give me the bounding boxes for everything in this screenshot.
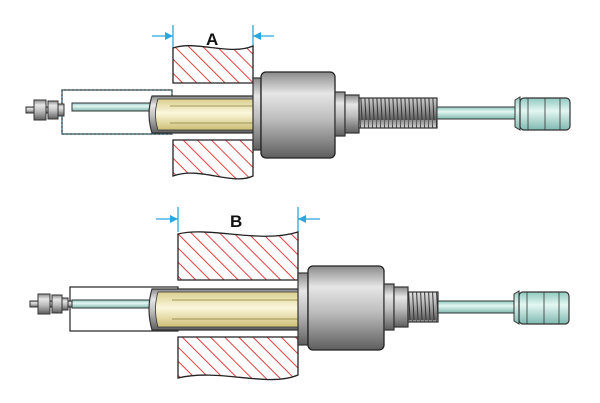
figure-a: A <box>25 25 571 180</box>
threaded-rod-a <box>358 97 438 129</box>
end-nut-b <box>29 293 73 315</box>
dimension-b <box>156 207 320 232</box>
right-rod-b <box>437 300 515 314</box>
right-rod-a <box>436 106 516 120</box>
label-a: A <box>206 30 218 49</box>
puller-body-a <box>252 71 360 159</box>
threaded-rod-b <box>407 291 439 323</box>
label-b: B <box>230 212 242 231</box>
hex-end-a <box>514 96 571 131</box>
end-nut-a <box>25 99 65 121</box>
figure-b: B <box>29 207 570 381</box>
collet-a <box>148 95 263 134</box>
bore-wall-a <box>172 45 254 84</box>
puller-body-b <box>297 265 409 351</box>
dimension-a <box>152 25 274 48</box>
bore-wall-a-lower <box>172 139 254 180</box>
bore-wall-b-lower <box>177 336 299 381</box>
collet-b <box>148 288 311 331</box>
hex-end-b <box>513 290 570 325</box>
bore-wall-b <box>177 231 299 281</box>
